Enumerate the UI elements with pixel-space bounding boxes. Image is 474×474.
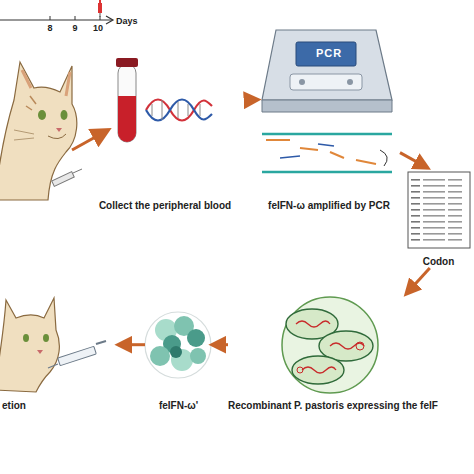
timeline	[0, 0, 113, 24]
process-step: feIFN-ω'	[145, 294, 212, 412]
flow-arrow	[400, 153, 428, 168]
dna-helix	[146, 100, 212, 121]
day-number: 8	[47, 23, 52, 33]
flow-arrow	[244, 98, 258, 102]
process-step: etion	[2, 294, 118, 412]
pcr-machine	[262, 30, 392, 112]
pichia-culture	[282, 297, 378, 393]
protein-structure	[145, 312, 211, 378]
syringe	[52, 169, 82, 186]
syringe	[48, 341, 106, 368]
screen-text: PCR	[316, 47, 342, 59]
axis-label: Days	[116, 16, 138, 26]
flow-arrow	[406, 268, 430, 294]
step-caption: Codon	[423, 256, 455, 268]
process-step: PCR feIFN-ω amplified by PCR	[258, 0, 400, 212]
cat-injection	[0, 298, 106, 392]
day-number: 10	[93, 23, 103, 33]
dna-strands	[262, 134, 392, 172]
process-step: Codon	[405, 168, 472, 268]
flow-arrow	[118, 343, 145, 346]
process-step: Recombinant P. pastoris expressing the f…	[228, 294, 472, 412]
step-caption: feIFN-ω amplified by PCR	[268, 200, 390, 212]
syringe-mark	[98, 0, 102, 17]
step-caption: Recombinant P. pastoris expressing the f…	[228, 400, 438, 412]
step-caption: feIFN-ω'	[159, 400, 198, 412]
step-caption: etion	[2, 400, 26, 412]
blood-tube	[116, 58, 138, 142]
flow-arrow	[212, 343, 228, 346]
process-step: Collect the peripheral blood	[86, 40, 244, 212]
step-caption: Collect the peripheral blood	[99, 200, 231, 212]
cat-figure	[0, 62, 108, 200]
day-number: 9	[72, 23, 77, 33]
codon-document	[408, 172, 470, 248]
